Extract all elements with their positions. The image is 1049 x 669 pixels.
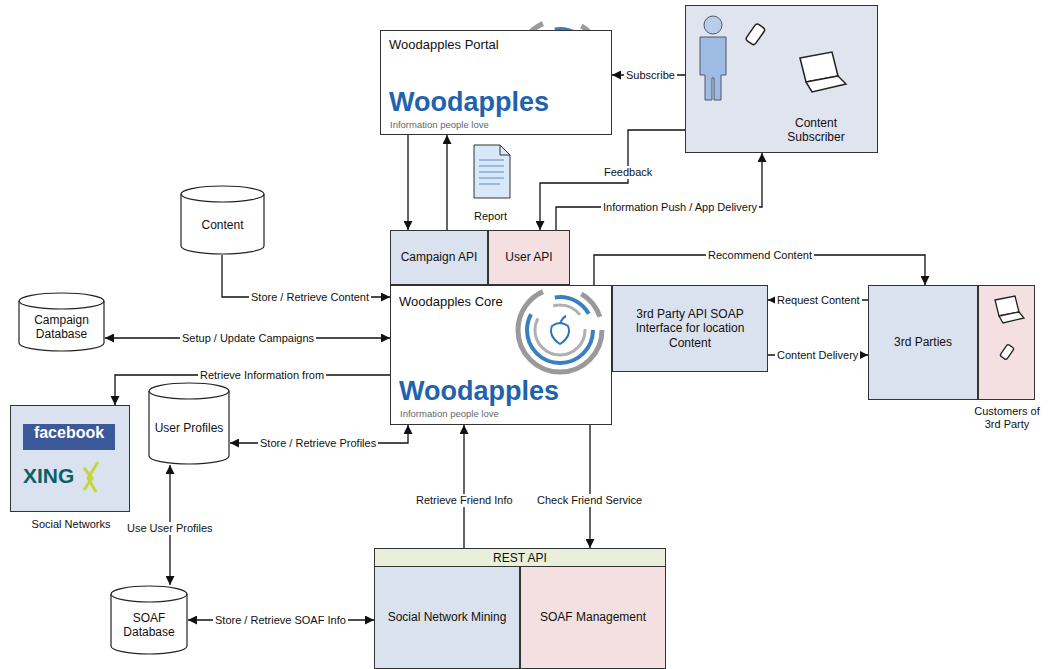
edge-label: Recommend Content	[706, 249, 814, 262]
laptop-icon	[800, 52, 846, 92]
node-title: 3rd Party API SOAP Interface for locatio…	[619, 307, 761, 350]
node-title: 3rd Parties	[894, 335, 952, 349]
customer-box: Customers of 3rd Party	[978, 285, 1035, 400]
soaf-store: SOAF Database	[110, 585, 188, 655]
edge-label: Information Push / App Delivery	[601, 201, 759, 214]
profile-store: User Profiles	[148, 382, 230, 465]
service-box: Social Network Mining	[374, 566, 520, 669]
connector	[556, 153, 762, 230]
edge-label: Setup / Update Campaigns	[180, 332, 316, 345]
node-text: Information people love	[400, 408, 499, 419]
report-document	[474, 145, 510, 198]
edge-label: Retrieve Information from	[198, 369, 326, 382]
node-title: facebook	[23, 424, 115, 450]
node-title: Social Network Mining	[388, 610, 507, 624]
node-text: Information people love	[390, 119, 489, 130]
subscriber-box: Content Subscriber	[685, 5, 878, 153]
edge-label: Store / Retrieve SOAF Info	[213, 614, 348, 627]
core-logo-rings	[518, 288, 602, 372]
node-title: Customers of 3rd Party	[969, 405, 1045, 431]
node-text: Woodapples	[399, 376, 559, 407]
edge-label: Store / Retrieve Profiles	[258, 437, 378, 450]
edge-label: Store / Retrieve Content	[249, 291, 371, 304]
core-box: Woodapples CoreWoodapplesInformation peo…	[390, 285, 612, 425]
node-text: Social Networks	[6, 518, 136, 531]
node-title: Campaign API	[401, 250, 478, 264]
node-title: Woodapples Portal	[389, 37, 499, 53]
third-party-phone-icon	[1000, 344, 1015, 360]
phone-icon	[745, 23, 765, 46]
edge-label: Content Delivery	[775, 349, 860, 362]
node-title: Campaign Database	[24, 313, 99, 342]
api-box: User API	[488, 230, 570, 285]
connector	[589, 425, 590, 548]
node-title: User API	[505, 250, 552, 264]
edge-label: Report	[472, 210, 509, 223]
service-box: SOAF Management	[520, 566, 666, 669]
third-party-box: 3rd Parties	[868, 285, 978, 400]
campaign-store: Campaign Database	[18, 292, 105, 352]
connector	[540, 130, 685, 230]
node-title: REST API	[375, 551, 665, 565]
content-store: Content	[180, 185, 265, 255]
social-networks-box: facebookXINGSocial Networks	[10, 405, 130, 512]
connector	[407, 135, 408, 230]
edge-label: Subscribe	[624, 69, 677, 82]
xing-mark	[84, 462, 98, 492]
node-text: Woodapples	[389, 87, 549, 118]
api-box: Campaign API	[390, 230, 488, 285]
api-box: 3rd Party API SOAP Interface for locatio…	[612, 285, 768, 372]
person-icon	[700, 16, 726, 100]
node-title: Content Subscriber	[766, 116, 866, 145]
edge-label: Feedback	[602, 166, 654, 179]
node-text: XING	[23, 464, 74, 488]
third-party-laptop-icon	[995, 296, 1024, 323]
edge-label: Retrieve Friend Info	[414, 494, 515, 507]
connector	[446, 135, 447, 230]
node-title: SOAF Management	[540, 610, 646, 624]
node-title: Content	[201, 218, 243, 232]
edge-label: Check Friend Service	[535, 494, 644, 507]
rest-api-band: REST API Social Network Mining SOAF Manage…	[374, 548, 666, 669]
portal-box: Woodapples PortalWoodapplesInformation p…	[380, 30, 612, 135]
node-title: User Profiles	[155, 421, 224, 435]
node-title: SOAF Database	[116, 611, 182, 640]
edge-label: Use User Profiles	[125, 522, 215, 535]
node-title: Woodapples Core	[399, 294, 503, 310]
edge-label: Request Content	[775, 294, 862, 307]
